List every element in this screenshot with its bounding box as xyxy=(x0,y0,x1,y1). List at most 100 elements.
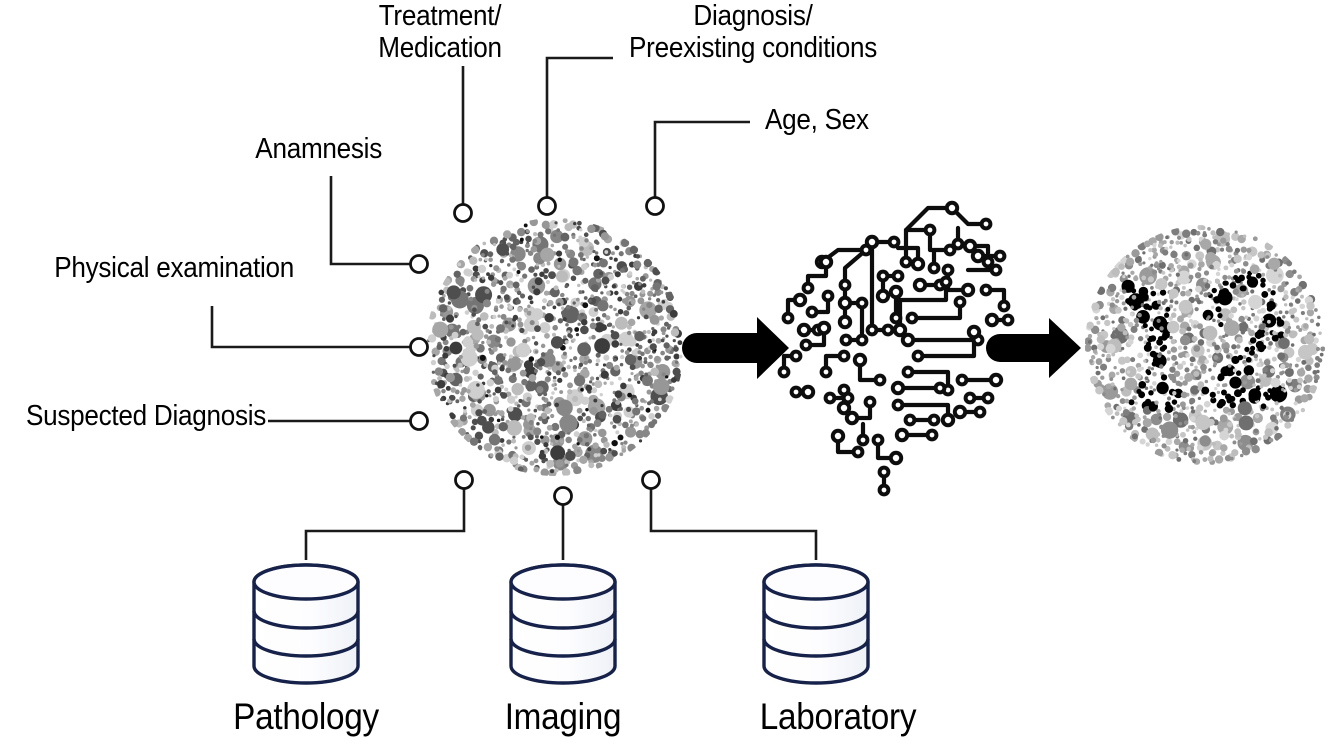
plate-dot xyxy=(1163,298,1168,303)
database-imaging[interactable] xyxy=(509,563,617,685)
plate-dot xyxy=(1249,264,1260,275)
plate-dot xyxy=(1210,375,1216,381)
plate-dot xyxy=(593,433,597,437)
plate-dot xyxy=(1249,437,1258,446)
plate-dot xyxy=(565,322,569,327)
plate-dot xyxy=(1159,289,1167,296)
plate-dot xyxy=(493,265,500,272)
plate-dot xyxy=(487,251,494,258)
plate-dot xyxy=(635,373,640,377)
plate-dot xyxy=(1251,312,1256,317)
plate-dot xyxy=(579,455,588,465)
plate-dot xyxy=(527,295,533,301)
plate-dot xyxy=(512,314,519,321)
plate-dot xyxy=(439,313,444,317)
plate-dot xyxy=(1290,343,1295,347)
label-treatment-medication-text: Treatment/Medication xyxy=(378,0,502,65)
plate-dot xyxy=(463,367,470,375)
database-laboratory[interactable] xyxy=(762,563,870,685)
plate-dot xyxy=(549,469,555,474)
brain-node xyxy=(988,372,1004,388)
plate-dot xyxy=(1199,291,1204,295)
connector-treatment-medication xyxy=(453,203,473,223)
plate-dot xyxy=(568,346,573,350)
plate-dot xyxy=(666,326,671,330)
plate-dot xyxy=(650,367,660,377)
plate-dot xyxy=(1196,444,1204,452)
plate-dot xyxy=(1168,262,1174,269)
plate-dot xyxy=(1178,421,1183,426)
plate-dot xyxy=(1100,363,1108,371)
plate-dot xyxy=(655,364,660,369)
plate-dot xyxy=(1179,401,1186,408)
plate-dot xyxy=(1281,370,1285,375)
plate-dot xyxy=(589,246,594,251)
plate-dot xyxy=(502,275,508,281)
plate-dot xyxy=(630,371,634,376)
plate-dot xyxy=(564,284,569,289)
plate-dot xyxy=(1248,388,1262,401)
plate-dot xyxy=(464,336,472,344)
plate-dot xyxy=(1169,245,1173,249)
plate-dot xyxy=(1205,251,1217,264)
plate-dot xyxy=(632,260,642,269)
plate-dot xyxy=(1227,275,1232,280)
plate-dot xyxy=(591,318,595,322)
brain-node xyxy=(881,323,895,337)
plate-dot xyxy=(1274,389,1281,396)
plate-dot xyxy=(1147,276,1154,283)
brain-node xyxy=(940,412,956,428)
plate-dot xyxy=(1293,316,1300,323)
plate-dot xyxy=(509,243,517,251)
plate-dot xyxy=(432,321,449,338)
plate-dot xyxy=(586,423,591,428)
brain-node xyxy=(900,332,916,348)
plate-dot xyxy=(1130,312,1134,316)
plate-dot xyxy=(1209,264,1214,270)
plate-dot xyxy=(583,232,589,238)
plate-dot xyxy=(1278,418,1283,423)
plate-dot xyxy=(1244,346,1250,353)
plate-dot xyxy=(615,399,621,405)
plate-dot xyxy=(1178,299,1193,314)
plate-dot xyxy=(1258,373,1262,377)
plate-dot xyxy=(1104,319,1111,327)
plate-dot xyxy=(454,314,458,319)
plate-dot xyxy=(1135,373,1142,380)
plate-dot xyxy=(611,340,620,348)
plate-dot xyxy=(619,354,625,360)
plate-dot xyxy=(450,419,459,428)
plate-dot xyxy=(635,276,640,281)
plate-dot xyxy=(1147,366,1152,370)
plate-dot xyxy=(504,335,509,340)
plate-dot xyxy=(546,459,555,468)
plate-dot xyxy=(492,242,497,247)
plate-dot xyxy=(1267,319,1271,324)
plate-dot xyxy=(1173,438,1181,446)
plate-dot xyxy=(533,288,541,296)
plate-dot xyxy=(673,346,679,352)
plate-dot xyxy=(628,419,633,424)
brain-node xyxy=(979,283,993,297)
plate-dot xyxy=(1277,331,1286,340)
plate-dot xyxy=(518,398,523,403)
plate-dot xyxy=(1096,286,1106,295)
plate-dot xyxy=(1295,288,1300,293)
brain-node xyxy=(899,255,913,269)
plate-dot xyxy=(613,257,618,262)
plate-dot xyxy=(1301,359,1307,365)
plate-dot xyxy=(1263,359,1271,366)
database-pathology[interactable] xyxy=(252,563,360,685)
plate-dot xyxy=(562,243,569,250)
plate-dot xyxy=(533,458,539,464)
plate-dot xyxy=(648,421,655,429)
brain-node xyxy=(887,235,901,249)
plate-dot xyxy=(1297,344,1313,360)
plate-dot xyxy=(489,324,495,329)
plate-dot xyxy=(631,349,638,356)
plate-dot xyxy=(540,247,555,262)
plate-dot xyxy=(549,396,554,400)
connector-anamnesis xyxy=(409,254,429,274)
plate-dot xyxy=(1143,240,1151,248)
plate-dot xyxy=(469,256,478,265)
